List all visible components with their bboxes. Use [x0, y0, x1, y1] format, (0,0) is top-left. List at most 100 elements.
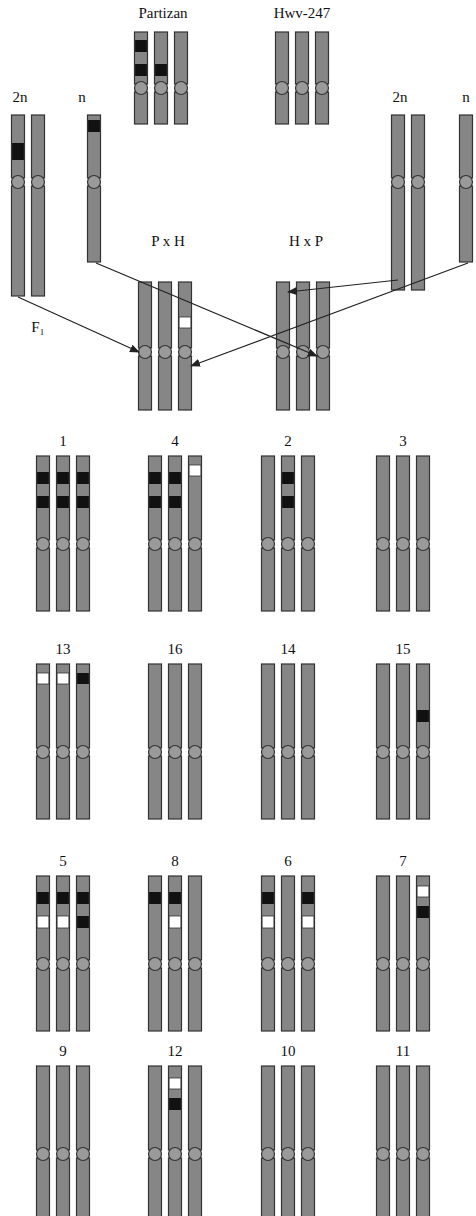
- centromere: [412, 176, 425, 189]
- centromere: [77, 746, 90, 759]
- chromosome-arm: [397, 876, 410, 960]
- chromosome-arm: [282, 876, 295, 960]
- chromosome: [282, 664, 295, 819]
- chromosome-arm: [282, 664, 295, 748]
- chromosome: [412, 115, 425, 290]
- chromosome-arm: [377, 876, 390, 960]
- chromosome-arm: [460, 186, 473, 262]
- callout-number: 16: [166, 640, 185, 658]
- centromere: [282, 1148, 295, 1161]
- centromere: [296, 82, 309, 95]
- chromosome-arm: [169, 968, 182, 1031]
- chromosome-arm: [135, 92, 148, 124]
- chromosome-arm: [302, 456, 315, 540]
- chromosome: [169, 876, 182, 1031]
- cross-label: H x P: [287, 232, 325, 250]
- white-band: [262, 916, 274, 928]
- chromosome-arm: [175, 92, 188, 124]
- white-band: [57, 673, 69, 684]
- cross-label: P x H: [149, 232, 187, 250]
- chromosome-arm: [377, 548, 390, 611]
- chromosome-arm: [262, 664, 275, 748]
- chromosome-arm: [57, 756, 70, 819]
- black-band: [302, 892, 314, 904]
- centromere: [377, 958, 390, 971]
- chromosome: [189, 876, 202, 1031]
- chromosome-arm: [262, 1066, 275, 1150]
- chromosome-arm: [77, 1158, 90, 1216]
- black-band: [155, 64, 167, 76]
- centromere: [397, 746, 410, 759]
- chromosome: [460, 115, 473, 262]
- chromosome-arm: [277, 356, 290, 410]
- chromosome-arm: [377, 456, 390, 540]
- cross-label: n: [76, 88, 88, 106]
- chromosome-arm: [189, 1158, 202, 1216]
- chromosome: [149, 664, 162, 819]
- callout-number: 10: [279, 1042, 298, 1060]
- chromosome: [155, 32, 168, 124]
- chromosome-arm: [77, 876, 90, 960]
- white-band: [302, 916, 314, 928]
- centromere: [417, 746, 430, 759]
- chromosome: [302, 664, 315, 819]
- chromosome-arm: [397, 1158, 410, 1216]
- chromosome: [397, 664, 410, 819]
- callout-number: 5: [57, 852, 69, 870]
- chromosome-arm: [139, 282, 152, 348]
- chromosome: [77, 456, 90, 611]
- centromere: [377, 538, 390, 551]
- callout-number: 14: [279, 640, 298, 658]
- chromosome-arm: [149, 1158, 162, 1216]
- chromosome-arm: [37, 756, 50, 819]
- chromosome: [377, 1066, 390, 1216]
- black-band: [88, 120, 100, 132]
- chromosome: [282, 456, 295, 611]
- chromosome-arm: [316, 92, 329, 124]
- chromosome: [77, 664, 90, 819]
- chromosome: [397, 456, 410, 611]
- centromere: [397, 958, 410, 971]
- centromere: [397, 1148, 410, 1161]
- chromosome: [282, 876, 295, 1031]
- centromere: [57, 538, 70, 551]
- centromere: [262, 958, 275, 971]
- centromere: [417, 1148, 430, 1161]
- chromosome: [179, 282, 192, 410]
- centromere: [282, 958, 295, 971]
- black-band: [169, 1098, 181, 1110]
- centromere: [77, 958, 90, 971]
- chromosome: [297, 282, 310, 410]
- centromere: [77, 1148, 90, 1161]
- centromere: [149, 1148, 162, 1161]
- white-band: [37, 673, 49, 684]
- chromosome-arm: [139, 356, 152, 410]
- centromere: [397, 538, 410, 551]
- chromosome-arm: [57, 664, 70, 748]
- black-band: [77, 916, 89, 928]
- chromosome-arm: [412, 186, 425, 290]
- transfer-arrow: [288, 280, 398, 292]
- chromosome-arm: [57, 1158, 70, 1216]
- chromosome-arm: [412, 115, 425, 178]
- chromosome-arm: [155, 92, 168, 124]
- chromosome-arm: [262, 456, 275, 540]
- chromosome: [302, 1066, 315, 1216]
- chromosome-arm: [417, 1158, 430, 1216]
- chromosome-arm: [77, 664, 90, 748]
- chromosome-arm: [32, 186, 45, 296]
- chromosome: [77, 876, 90, 1031]
- cross-label: 2n: [11, 88, 30, 106]
- chromosome: [189, 1066, 202, 1216]
- centromere: [159, 346, 172, 359]
- black-band: [282, 472, 294, 484]
- chromosome-arm: [32, 115, 45, 178]
- chromosome-arm: [189, 876, 202, 960]
- chromosome-arm: [149, 1066, 162, 1150]
- centromere: [392, 176, 405, 189]
- chromosome: [57, 456, 70, 611]
- chromosome-arm: [189, 756, 202, 819]
- centromere: [189, 958, 202, 971]
- callout-number: 4: [169, 432, 181, 450]
- cross-label: 2n: [391, 88, 410, 106]
